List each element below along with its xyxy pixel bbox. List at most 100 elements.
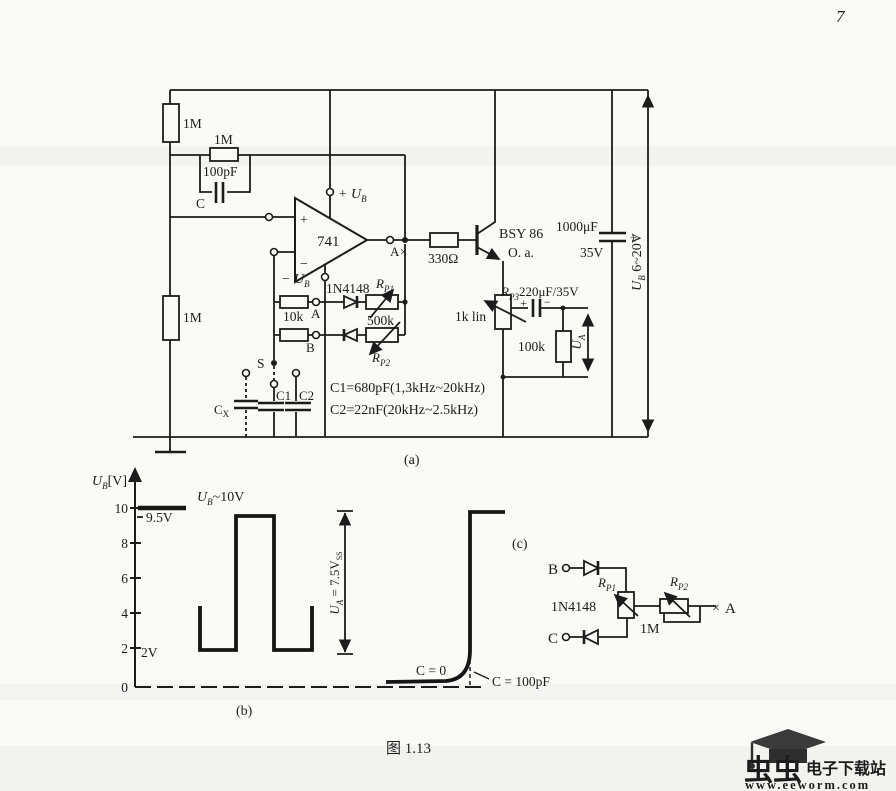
r-input-label: 10k — [283, 309, 304, 324]
c100-leader — [473, 671, 490, 680]
c-out-plus-sign: + — [630, 230, 637, 245]
resistor-10k-b — [279, 328, 309, 342]
circuit-a-wires — [133, 89, 649, 452]
output-terminal — [385, 235, 395, 245]
c100-label: C = 100pF — [492, 674, 550, 689]
junction-dot — [402, 299, 408, 305]
transistor-label: BSY 86 — [499, 227, 543, 242]
y-tick-2: 2 — [121, 641, 128, 656]
opamp-inverting-sign: − — [300, 257, 308, 272]
rp2-arrow-c — [663, 591, 691, 618]
junction-dot — [500, 374, 506, 380]
capacitor-plates — [214, 182, 626, 412]
page-number: 7 — [836, 7, 846, 26]
vminus-terminal — [320, 272, 330, 282]
rp1-arrow — [369, 288, 395, 319]
node-b-label: B — [306, 340, 315, 355]
resistor-1m-left — [162, 295, 180, 341]
amplitude-dimension — [337, 510, 353, 655]
switch-label: S — [257, 356, 265, 371]
opamp-noninverting-sign: + — [300, 213, 308, 228]
cap-tassel-end — [749, 763, 755, 769]
rising-edge-trace — [385, 510, 505, 684]
section-c-label: (c) — [512, 537, 528, 552]
c-out-label: 1000μF — [556, 219, 598, 234]
rp2-label: RP2 — [371, 350, 390, 368]
terminal-b-label: B — [548, 562, 558, 578]
supply-reference-label: UB~10V — [197, 490, 244, 507]
rp1-value: 500k — [367, 313, 394, 328]
circuit-c: (c) B C 1N4148 RP1 RP2 1M × A — [512, 537, 736, 647]
formula-c2: C2=22nF(20kHz~2.5kHz) — [330, 403, 478, 418]
switch-common-node — [271, 360, 277, 366]
brand-text: 虫虫 — [744, 754, 802, 787]
r-feedback-label: 1M — [214, 132, 233, 147]
diode-label: 1N4148 — [326, 281, 370, 296]
noninverting-terminal — [264, 212, 274, 222]
inverting-terminal — [269, 247, 279, 257]
vminus-label: − UB — [281, 272, 310, 289]
transistor-note: O. a. — [508, 245, 534, 260]
junction-dot — [560, 305, 566, 311]
out-node-label: A — [390, 244, 400, 259]
graduation-cap-icon — [750, 729, 826, 755]
waveform-b: UB[V] 10 8 6 4 2 0 UB~10V 9.5V 2V UA = 7… — [92, 467, 550, 719]
site-url-text: www.eeworm.com — [745, 778, 870, 791]
c-feedback-name: C — [196, 196, 205, 211]
figure-caption: 图 1.13 — [386, 740, 431, 757]
switch-pole-cx — [241, 368, 251, 378]
r-left-label: 1M — [183, 310, 202, 325]
scan-band — [0, 746, 896, 791]
circuit-a: + − 741 1M 1M 100pF C 1M + UB — [133, 89, 655, 468]
y-tick-8: 8 — [121, 536, 128, 551]
y-axis-label: UB[V] — [92, 474, 127, 491]
high-level-label: 9.5V — [146, 510, 173, 525]
cx-label: CX — [214, 402, 230, 419]
resistor-1m-feedback — [209, 147, 239, 162]
resistor-100k — [555, 330, 572, 363]
cap-minus-sign: − — [544, 295, 551, 309]
scan-band — [0, 146, 896, 166]
formula-c1: C1=680pF(1,3kHz~20kHz) — [330, 381, 485, 396]
rp1-arrow-c — [613, 593, 639, 617]
u-out-label: UA — [569, 334, 587, 349]
rp3-arrow — [483, 300, 527, 323]
transistor-emitter — [476, 246, 501, 260]
opamp-triangle — [294, 196, 369, 284]
switch-pole-c2 — [291, 368, 301, 378]
switch-dashed-wires — [245, 366, 275, 437]
c1-label: C1 — [276, 388, 291, 403]
watermark: 虫虫 电子下载站 www.eeworm.com — [744, 729, 886, 791]
rp2-arrow — [368, 321, 401, 356]
c-feedback-label: 100pF — [203, 164, 238, 179]
diode-b — [341, 327, 358, 343]
y-tick-6: 6 — [121, 571, 128, 586]
pot-rp3 — [494, 294, 512, 330]
c-out-voltage: 35V — [580, 245, 604, 260]
rp3-cap-label: RP3220μF/35V — [500, 284, 579, 302]
section-b-label: (b) — [236, 704, 253, 719]
vplus-terminal — [325, 187, 335, 197]
resistor-330 — [429, 232, 459, 248]
cap-plus-sign: + — [520, 296, 527, 310]
diode-label-c: 1N4148 — [551, 600, 596, 615]
circuit-c-wires — [570, 567, 716, 638]
terminal-c — [561, 632, 571, 642]
r-load-label: 100k — [518, 339, 545, 354]
terminal-c-label: C — [548, 631, 558, 647]
y-tick-0: 0 — [121, 680, 128, 695]
output-node — [402, 237, 408, 243]
out-node-mark: × — [400, 244, 407, 259]
terminal-a-mark: × — [712, 601, 720, 616]
node-a-label: A — [311, 306, 321, 321]
amplitude-label: UA = 7.5VSS — [327, 551, 345, 614]
rp1-label: RP1 — [375, 276, 394, 294]
rp1-label-c: RP1 — [597, 575, 616, 593]
terminal-a-label: A — [725, 601, 736, 617]
y-tick-marks — [130, 507, 141, 649]
rp3-value: 1k lin — [455, 309, 486, 324]
site-name-text: 电子下载站 — [806, 759, 886, 778]
node-b-terminal — [311, 330, 321, 340]
